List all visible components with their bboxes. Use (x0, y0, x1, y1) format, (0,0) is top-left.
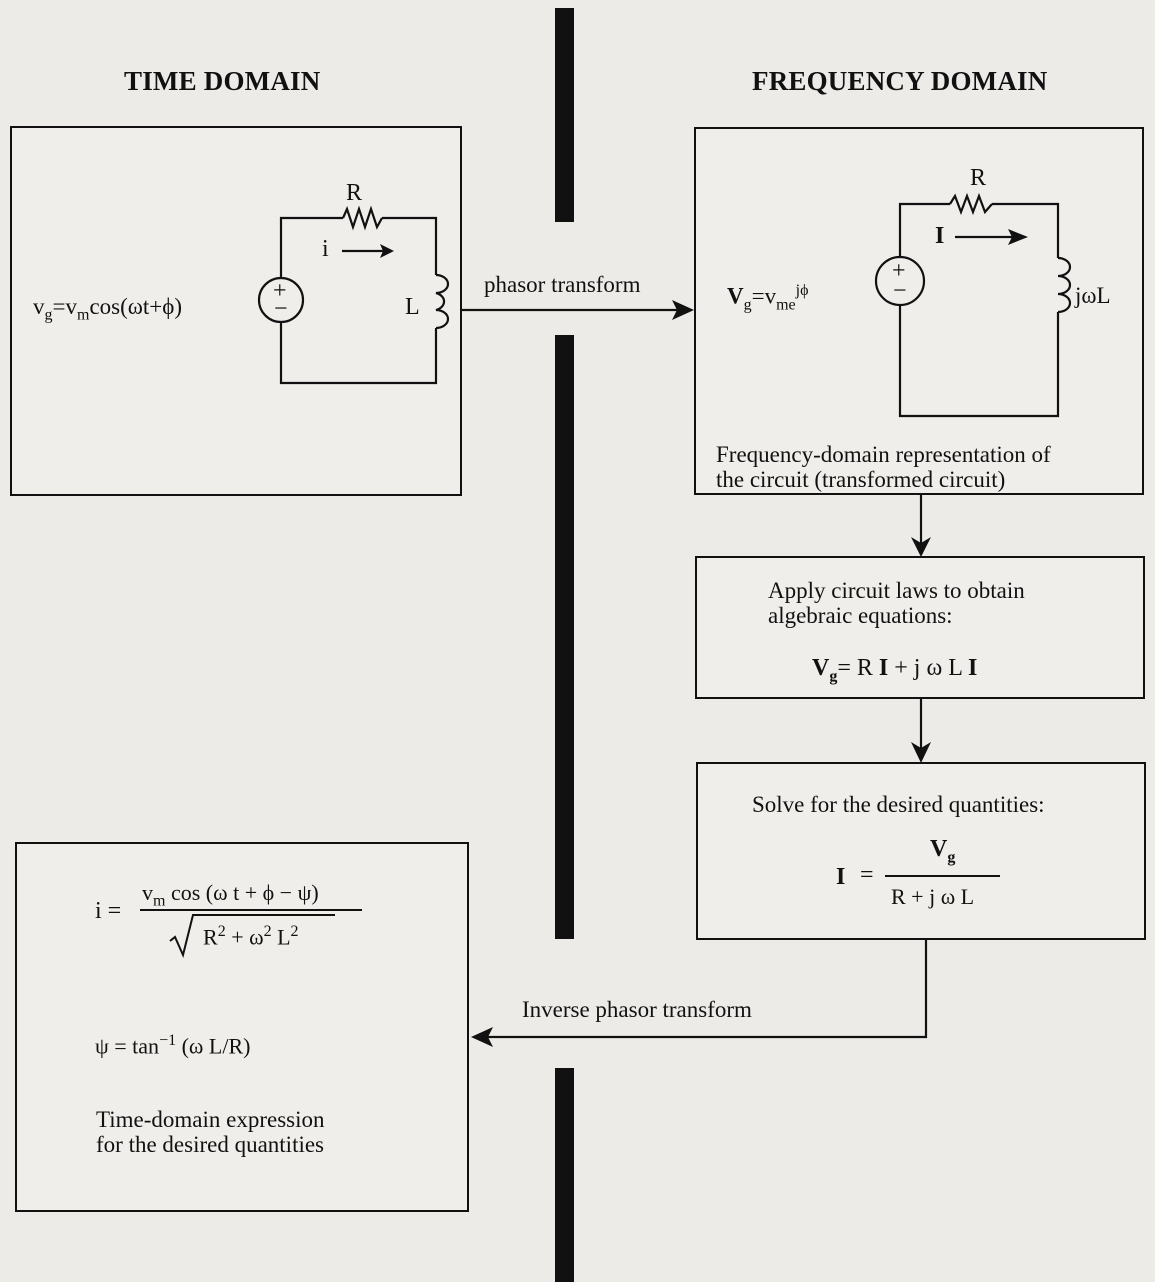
time-inductor-label: L (405, 294, 420, 320)
solve-denominator: R + j ω L (891, 884, 975, 909)
circuit-laws-box (695, 556, 1145, 699)
time-circuit-wires (279, 216, 438, 385)
time-source-plus: + (273, 278, 287, 304)
solve-numerator: Vg (930, 836, 956, 866)
solve-lhs-current: I (836, 864, 846, 890)
circuit-laws-text: Apply circuit laws to obtain algebraic e… (768, 578, 1025, 628)
freq-source-plus: + (892, 258, 906, 284)
freq-source-equation: Vg=vmejϕ (727, 282, 809, 314)
domain-divider-bottom (555, 1068, 574, 1282)
solve-lhs-equals: = (860, 862, 874, 888)
domain-divider-middle (555, 335, 574, 939)
time-domain-header: TIME DOMAIN (124, 66, 321, 96)
solve-down-arrowhead (911, 742, 931, 763)
freq-circuit-caption: Frequency-domain representation of the c… (716, 442, 1051, 492)
frequency-domain-header: FREQUENCY DOMAIN (752, 66, 1048, 96)
frequency-domain-circuit-box (694, 127, 1144, 495)
inverse-transform-arrowhead (471, 1027, 493, 1047)
freq-source-minus: − (893, 278, 907, 304)
phasor-transform-arrowhead (672, 300, 694, 320)
result-phase-equation: ψ = tan−1 (ω L/R) (95, 1032, 251, 1059)
domain-divider-top (555, 8, 574, 222)
time-voltage-source (257, 276, 305, 324)
result-caption: Time-domain expression for the desired q… (96, 1107, 325, 1157)
freq-current-arrowhead (1008, 229, 1028, 245)
freq-current-label: I (935, 223, 945, 249)
time-resistor-zigzag (341, 205, 383, 231)
time-domain-circuit-box (10, 126, 462, 496)
result-denominator: R2 + ω2 L2 (203, 923, 299, 950)
freq-resistor-label: R (970, 165, 987, 191)
circuit-law-equation: Vg= R I + j ω L I (812, 655, 978, 685)
freq-voltage-source (874, 255, 926, 307)
inverse-transform-path (484, 940, 928, 1039)
freq-inductor-coil (1057, 256, 1072, 314)
laws-down-arrowhead (911, 537, 931, 557)
time-current-arrowhead (380, 244, 394, 258)
result-current-lhs: i = (95, 898, 122, 924)
time-inductor-coil (435, 273, 450, 330)
time-source-equation: vg=vmcos(ωt+ϕ) (33, 294, 183, 324)
sqrt-sign (169, 914, 335, 959)
inverse-transform-label: Inverse phasor transform (522, 997, 752, 1022)
result-numerator: vm cos (ω t + ϕ − ψ) (142, 880, 319, 910)
phasor-transform-label: phasor transform (484, 272, 641, 297)
solve-title: Solve for the desired quantities: (752, 792, 1045, 817)
time-source-minus: − (274, 296, 288, 322)
freq-circuit-wires (898, 202, 1060, 418)
time-domain-result-box (15, 842, 469, 1212)
freq-resistor-zigzag (949, 192, 993, 216)
freq-inductor-label: jωL (1075, 283, 1111, 308)
time-resistor-label: R (346, 180, 363, 206)
time-current-label: i (322, 236, 329, 262)
solve-box (696, 762, 1146, 940)
